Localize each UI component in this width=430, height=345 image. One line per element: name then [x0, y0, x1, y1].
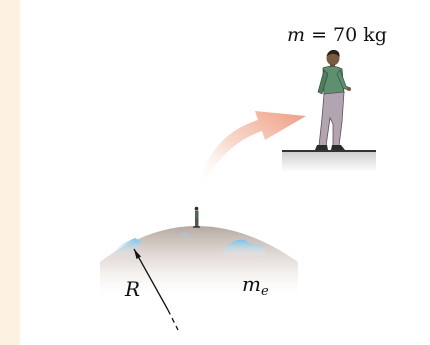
earth [100, 226, 298, 300]
radius-label: R [125, 277, 141, 301]
radius-dashed-line [167, 309, 179, 331]
platform-shadow [282, 152, 376, 172]
mass-symbol: m [287, 24, 306, 46]
platform [282, 150, 376, 172]
radius-line [133, 248, 169, 311]
radius-arrowhead [134, 249, 141, 259]
earth-mass-symbol: m [242, 272, 261, 296]
mass-label: m = 70 kg [287, 24, 387, 46]
radius-indicator [133, 248, 179, 331]
earth-water-right [222, 239, 266, 258]
mass-value: = 70 kg [305, 24, 387, 46]
curved-arrow-icon [198, 111, 306, 188]
earth-water-left [108, 238, 142, 258]
person-icon [315, 49, 351, 150]
earth-mass-subscript: e [260, 284, 269, 299]
earth-water-small [179, 233, 191, 237]
small-person-icon [193, 206, 200, 228]
earth-mass-label: me [242, 272, 269, 299]
